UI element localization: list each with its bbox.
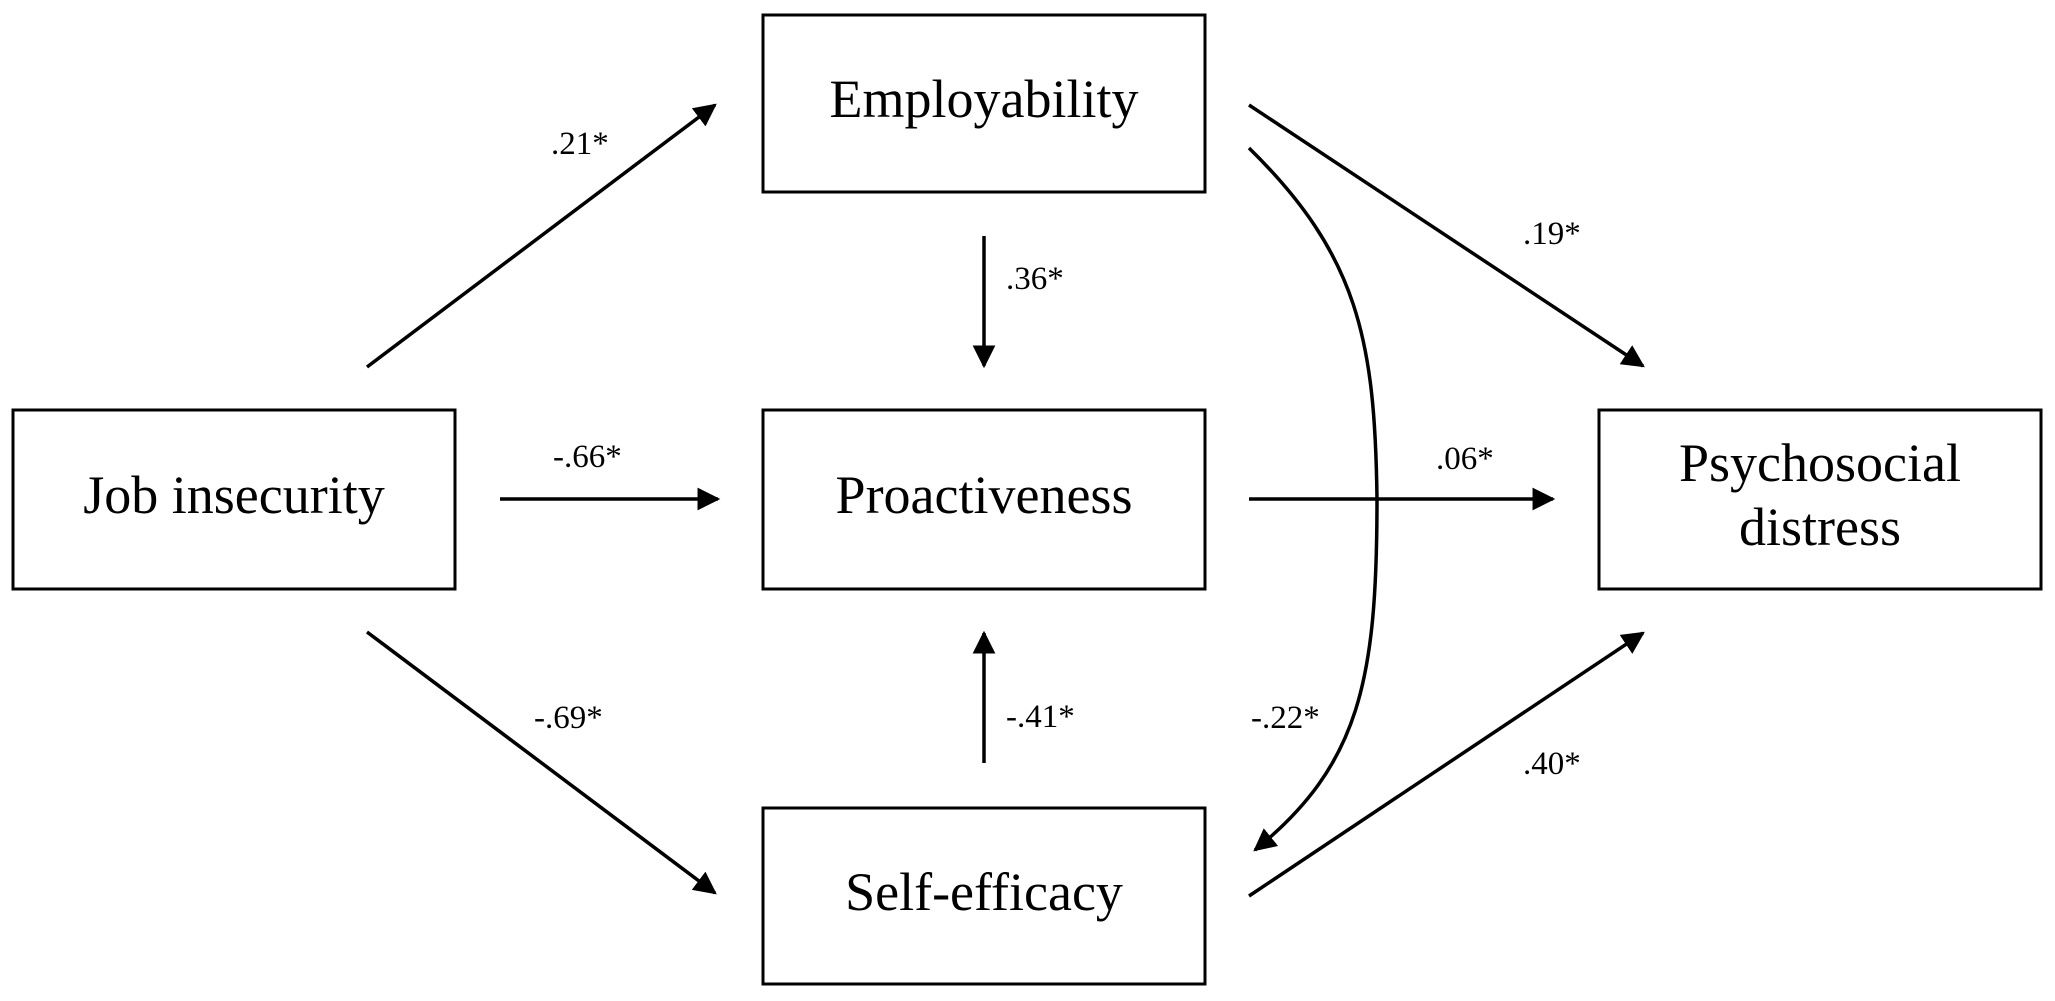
coef-job-insecurity-to-employability: .21* xyxy=(551,126,609,162)
arrow-job-insecurity-to-self-efficacy xyxy=(365,630,717,895)
coef-job-insecurity-to-proactiveness: -.66* xyxy=(553,439,622,475)
job-insecurity-label: Job insecurity xyxy=(83,465,384,525)
coef-employability-to-self-efficacy: -.22* xyxy=(1251,700,1320,736)
self-efficacy-box xyxy=(761,806,1207,986)
psychosocial-distress-label-line-2: distress xyxy=(1739,497,1901,557)
arrow-job-insecurity-to-employability xyxy=(365,103,717,369)
arrow-employability-to-self-efficacy xyxy=(1247,146,1379,852)
job-insecurity-box xyxy=(11,408,457,591)
self-efficacy-label: Self-efficacy xyxy=(845,862,1123,922)
arrow-employability-to-psychosocial-distress xyxy=(1248,103,1645,368)
psychosocial-distress-box xyxy=(1597,408,2043,591)
employability-box xyxy=(761,13,1207,194)
coef-job-insecurity-to-self-efficacy: -.69* xyxy=(534,700,603,736)
coef-self-efficacy-to-proactiveness: -.41* xyxy=(1006,699,1075,735)
proactiveness-label: Proactiveness xyxy=(836,465,1133,525)
coef-employability-to-psychosocial-distress: .19* xyxy=(1523,216,1581,252)
coef-self-efficacy-to-psychosocial-distress: .40* xyxy=(1523,746,1581,782)
coef-proactiveness-to-psychosocial-distress: .06* xyxy=(1436,441,1494,477)
psychosocial-distress-label-line-1: Psychosocial xyxy=(1679,433,1961,493)
coef-employability-to-proactiveness: .36* xyxy=(1006,261,1064,297)
employability-label: Employability xyxy=(830,69,1139,129)
arrow-self-efficacy-to-psychosocial-distress xyxy=(1248,631,1645,898)
proactiveness-box xyxy=(761,408,1207,591)
